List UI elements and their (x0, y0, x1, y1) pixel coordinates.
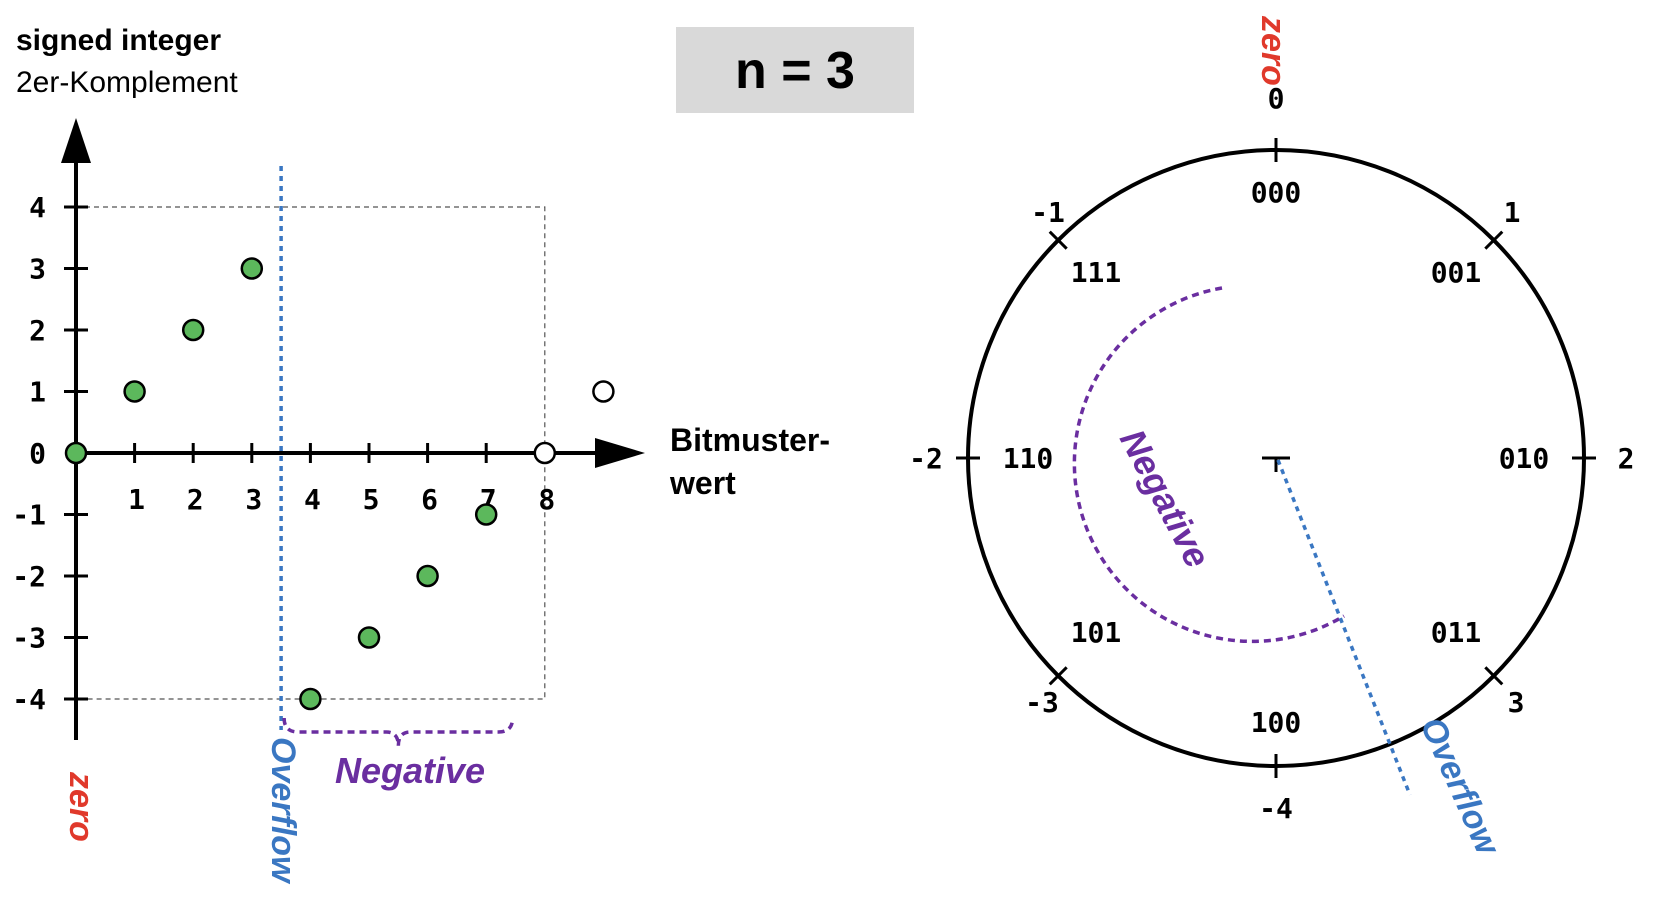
data-point (64, 441, 88, 465)
title-line2: 2er-Komplement (16, 66, 238, 99)
wheel-overflow-line (1276, 459, 1412, 796)
x-tick-label: 3 (245, 483, 262, 516)
wheel-tick (1484, 666, 1504, 686)
value-label: -2 (909, 442, 943, 475)
data-point (181, 318, 205, 342)
value-label: 1 (1504, 196, 1521, 229)
bit-pattern-label: 111 (1071, 256, 1122, 289)
n-badge-background (676, 27, 914, 113)
y-axis-arrow (61, 118, 91, 163)
bit-pattern-label: 100 (1251, 706, 1302, 739)
y-tick-label: 2 (29, 314, 46, 347)
zero-label: zero (62, 771, 100, 842)
overflow-label: Overflow (264, 737, 302, 885)
y-tick-label: 4 (29, 191, 46, 224)
hollow-point (592, 380, 615, 403)
data-point (416, 564, 439, 588)
x-tick-label: 1 (128, 483, 145, 516)
data-point (474, 503, 498, 526)
bit-pattern-label: 101 (1071, 616, 1122, 649)
wheel-zero-label: zero (1254, 15, 1292, 86)
x-tick-label: 4 (304, 483, 321, 516)
hollow-point (533, 441, 557, 465)
title-line1: signed integer (16, 24, 221, 57)
wheel-tick (1484, 230, 1504, 250)
bit-pattern-label: 110 (1003, 442, 1054, 475)
data-point (240, 257, 264, 280)
y-tick-label: 1 (29, 376, 46, 409)
x-axis-label: wert (669, 465, 736, 501)
x-axis-arrow (595, 438, 645, 468)
value-label: -4 (1259, 792, 1293, 825)
y-tick-label: 0 (29, 437, 46, 470)
bit-pattern-label: 010 (1499, 442, 1550, 475)
negative-arc (1072, 286, 1345, 644)
y-tick-label: -1 (12, 499, 46, 532)
wheel-tick (1048, 230, 1068, 250)
x-tick-label: 5 (363, 483, 380, 516)
wheel-overflow-label: Overflow (1413, 712, 1508, 863)
value-label: -1 (1031, 196, 1065, 229)
y-tick-label: -4 (12, 683, 46, 716)
value-label: 3 (1508, 686, 1525, 719)
x-axis-label: Bitmuster- (670, 422, 830, 458)
value-label: -3 (1025, 686, 1059, 719)
data-point (123, 380, 146, 403)
value-label: 2 (1618, 442, 1635, 475)
negative-label: Negative (335, 750, 485, 791)
x-tick-label: 6 (421, 483, 438, 516)
bit-pattern-label: 001 (1431, 256, 1482, 289)
bit-pattern-label: 000 (1251, 176, 1302, 209)
x-tick-label: 8 (538, 483, 555, 516)
y-tick-label: -3 (12, 622, 46, 655)
x-tick-label: 2 (187, 483, 204, 516)
negative-brace (282, 717, 515, 747)
bit-pattern-label: 011 (1431, 616, 1482, 649)
wheel-tick (1048, 666, 1068, 686)
n-badge: n = 3 (735, 42, 855, 100)
wheel-negative-label: Negative (1112, 423, 1219, 575)
y-tick-label: -2 (12, 560, 46, 593)
data-point (357, 626, 381, 649)
data-point (299, 687, 322, 711)
y-tick-label: 3 (29, 253, 46, 286)
value-label: 0 (1268, 82, 1285, 115)
